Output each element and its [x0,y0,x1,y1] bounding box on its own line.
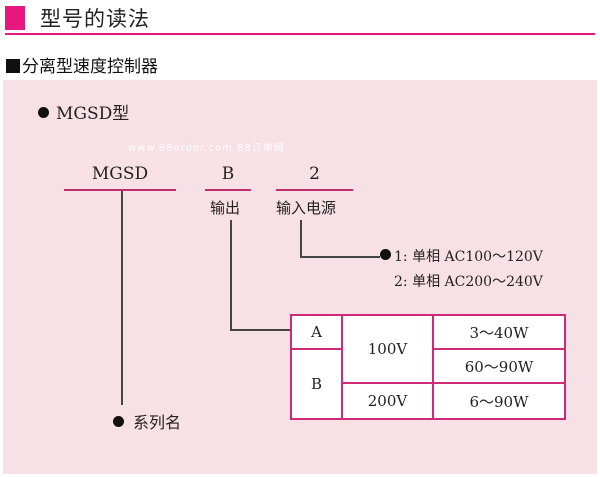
power-option-range: AC200～240V [444,274,543,290]
power-connector-horizontal [300,256,380,258]
power-option-desc: 单相 [412,249,441,265]
code-power-label: 输入电源 [276,199,337,217]
code-output: B [221,164,235,184]
watermark: www.88order.com 88订单网 [128,143,285,154]
table-cell-power: 3～40W [434,316,564,350]
table-cell-voltage: 200V [343,384,434,418]
code-series-underline [64,189,176,191]
table-cell-code: B [292,350,343,418]
square-bullet-icon [6,59,20,73]
series-name-text: 系列名 [133,413,182,432]
header-accent-block [5,6,25,30]
code-series: MGSD [91,164,149,184]
power-connector-vertical [300,220,302,257]
output-connector-vertical [230,220,232,330]
page-title: 型号的读法 [40,7,150,31]
table-cell-code: A [292,316,343,350]
output-table: A B 100V 200V 3～40W 60～90W 6～90W [290,314,566,420]
subtitle-text: 分离型速度控制器 [22,57,158,77]
bullet-icon [380,249,391,260]
model-title: MGSD型 [38,99,129,124]
code-power: 2 [309,164,320,184]
power-option-key: 2: [394,274,408,290]
series-connector [121,191,123,405]
power-option-range: AC100～120V [444,249,543,265]
table-cell-voltage: 100V [343,316,434,384]
output-connector-horizontal [230,329,291,331]
code-output-label: 输出 [210,199,241,217]
power-option-key: 1: [394,249,408,265]
model-title-text: MGSD型 [56,104,130,124]
table-cell-power: 60～90W [434,350,564,384]
section-subtitle: 分离型速度控制器 [6,52,158,77]
header-rule [5,33,595,35]
power-option-2: 2: 单相 AC200～240V [394,271,543,291]
code-output-underline [205,189,251,191]
series-name-label: 系列名 [113,409,181,433]
code-power-underline [276,189,353,191]
table-cell-power: 6～90W [469,392,529,411]
bullet-icon [38,107,49,118]
power-option-desc: 单相 [412,274,441,290]
section-header: 型号的读法 [0,0,600,36]
bullet-icon [113,416,124,427]
power-option-1: 1: 单相 AC100～120V [380,246,543,266]
